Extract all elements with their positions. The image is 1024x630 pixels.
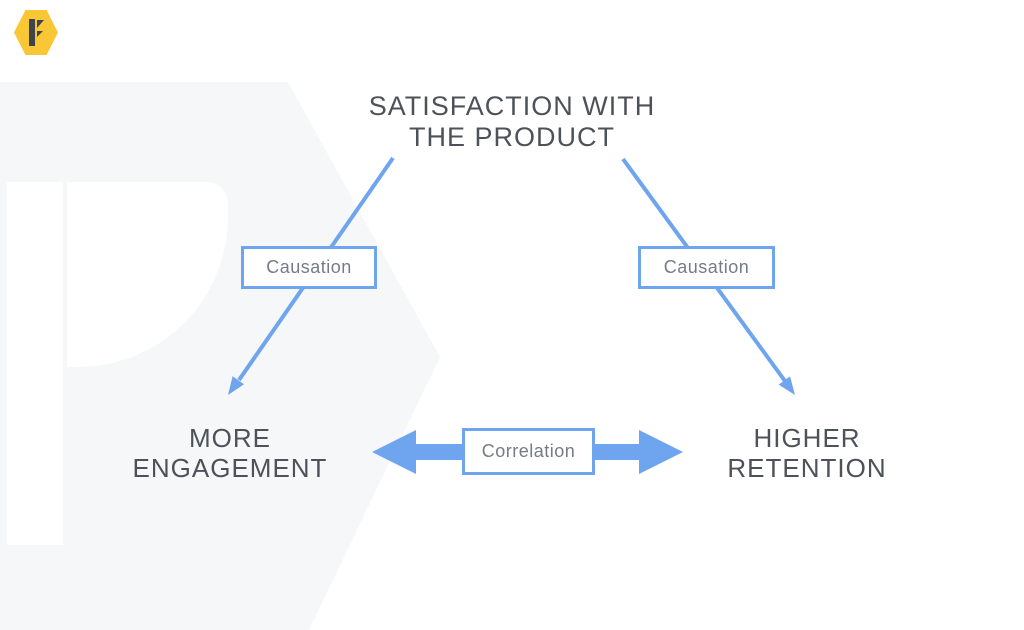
causation-right-label-box: Causation [638,246,775,289]
causation-right-label: Causation [663,257,750,277]
logo-f-icon [27,19,45,46]
node-retention: HIGHER RETENTION [657,423,957,483]
node-satisfaction-line2: THE PRODUCT [409,122,615,152]
node-engagement-line2: ENGAGEMENT [132,453,328,483]
watermark-letter-stem [7,182,63,545]
correlation-label-box: Correlation [462,428,595,475]
correlation-label: Correlation [481,441,576,461]
causation-left-label: Causation [266,257,352,277]
node-retention-line1: HIGHER [753,423,861,453]
node-satisfaction: SATISFACTION WITH THE PRODUCT [312,91,712,153]
node-retention-line2: RETENTION [727,453,887,483]
node-engagement: MORE ENGAGEMENT [80,423,380,483]
node-satisfaction-line1: SATISFACTION WITH [368,91,656,121]
node-engagement-line1: MORE [189,423,271,453]
causation-left-label-box: Causation [241,246,377,289]
